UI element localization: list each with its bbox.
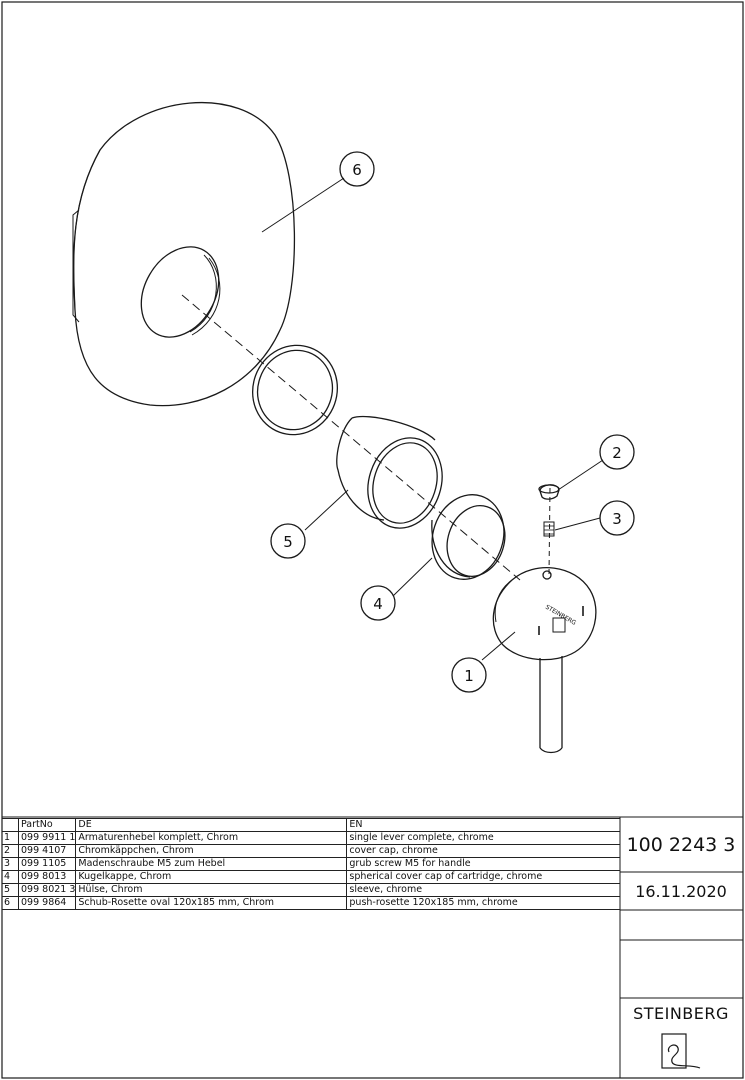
table-row: 3 099 1105 Madenschraube M5 zum Hebel gr… [2,857,620,871]
cell-en: cover cap, chrome [346,844,620,858]
cell-de: Armaturenhebel komplett, Chrom [75,831,348,845]
part-1-lever: STEINBERG [492,567,597,754]
table-header-row: PartNo DE EN [2,818,620,832]
svg-text:3: 3 [612,510,622,528]
cell-pos: 1 [2,831,19,845]
svg-text:6: 6 [352,161,362,179]
part-engraving-text: STEINBERG [544,604,577,627]
cell-pos: 3 [2,857,19,871]
cell-de: Chromkäppchen, Chrom [75,844,348,858]
brand-logo-icon [661,1033,701,1069]
callout-4: 4 [360,585,396,621]
cell-de: Hülse, Chrom [75,883,348,897]
parts-list-table: PartNo DE EN 1 099 9911 1 Armaturenhebel… [2,818,620,910]
cell-partno: 099 9864 [18,896,77,910]
title-block-frame [2,816,743,1078]
cell-pos: 5 [2,883,19,897]
cell-en: sleeve, chrome [346,883,620,897]
svg-text:5: 5 [283,533,293,551]
brand-name: STEINBERG [633,1004,729,1023]
callout-6: 6 [339,151,375,187]
table-row: 6 099 9864 Schub-Rosette oval 120x185 mm… [2,896,620,910]
part-4-spherical-cap [431,494,506,580]
table-row: 5 099 8021 3 Hülse, Chrom sleeve, chrome [2,883,620,897]
cell-partno: 099 8013 [18,870,77,884]
table-row: 4 099 8013 Kugelkappe, Chrom spherical c… [2,870,620,884]
part-5-sleeve [336,415,443,529]
cell-de: Schub-Rosette oval 120x185 mm, Chrom [75,896,348,910]
table-row: 1 099 9911 1 Armaturenhebel komplett, Ch… [2,831,620,845]
callout-3: 3 [599,500,635,536]
part-6-rosette [72,101,296,407]
table-row: 2 099 4107 Chromkäppchen, Chrom cover ca… [2,844,620,858]
screw-axis [548,487,551,576]
callout-1: 1 [451,657,487,693]
cell-partno: 099 8021 3 [18,883,77,897]
part-3-grub-screw [543,521,555,537]
callout-2: 2 [599,434,635,470]
cell-en: push-rosette 120x185 mm, chrome [346,896,620,910]
svg-text:2: 2 [612,444,622,462]
header-de: DE [75,818,348,832]
cell-en: spherical cover cap of cartridge, chrome [346,870,620,884]
header-en: EN [346,818,620,832]
svg-text:1: 1 [464,667,474,685]
callout-5: 5 [270,523,306,559]
cell-partno: 099 1105 [18,857,77,871]
assembly-axis [181,294,521,581]
header-pos [2,818,19,832]
cell-de: Madenschraube M5 zum Hebel [75,857,348,871]
document-date: 16.11.2020 [635,882,727,901]
cell-pos: 6 [2,896,19,910]
header-partno: PartNo [18,818,77,832]
cell-pos: 2 [2,844,19,858]
document-number: 100 2243 3 [626,834,736,856]
o-ring [251,344,339,436]
cell-pos: 4 [2,870,19,884]
part-2-cover-cap [538,484,560,500]
cell-en: grub screw M5 for handle [346,857,620,871]
cell-de: Kugelkappe, Chrom [75,870,348,884]
cell-partno: 099 9911 1 [18,831,77,845]
leader-lines [261,177,604,661]
svg-text:4: 4 [373,595,383,613]
cell-partno: 099 4107 [18,844,77,858]
cell-en: single lever complete, chrome [346,831,620,845]
